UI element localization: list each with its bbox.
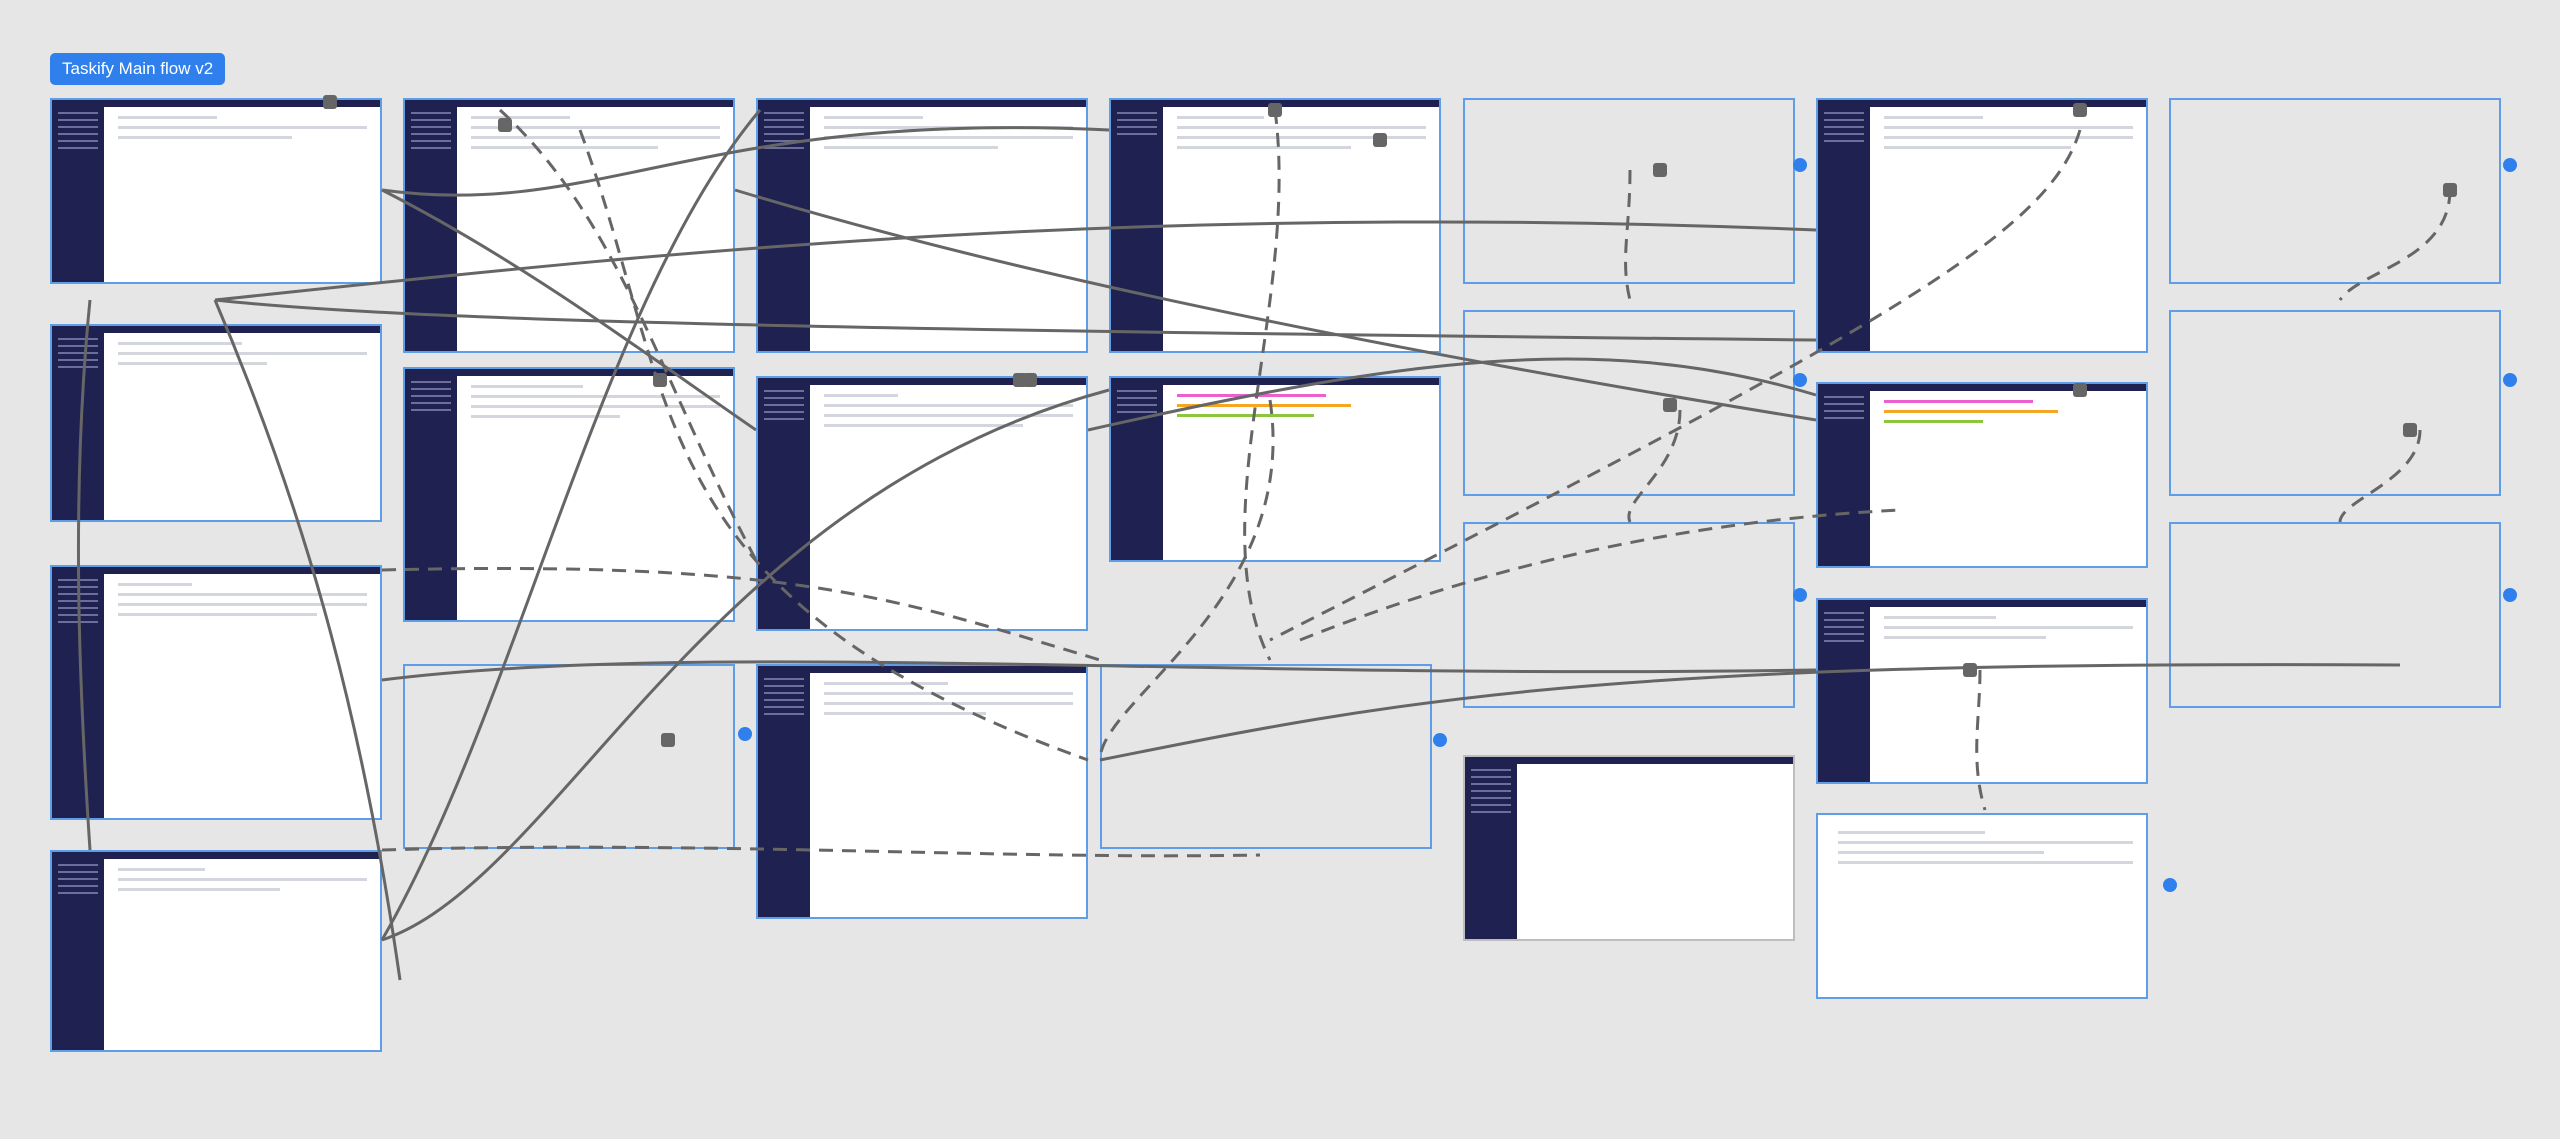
screen-thumbnail bbox=[758, 666, 1086, 917]
screen-frame-tasks-list-5[interactable] bbox=[756, 376, 1088, 631]
screen-thumbnail bbox=[1465, 757, 1793, 939]
screen-frame-tasks-list-2[interactable] bbox=[403, 98, 735, 353]
connector-line bbox=[1975, 669, 1987, 811]
screen-frame-overlay-2[interactable] bbox=[1463, 310, 1795, 496]
screen-frame-tasks-list-3[interactable] bbox=[403, 367, 735, 622]
screen-thumbnail bbox=[52, 852, 380, 1050]
link-handle[interactable] bbox=[1793, 373, 1807, 387]
connector-node[interactable] bbox=[2073, 383, 2087, 397]
screen-thumbnail bbox=[1111, 378, 1439, 560]
link-handle[interactable] bbox=[2163, 878, 2177, 892]
connector-line bbox=[381, 188, 757, 432]
screen-thumbnail bbox=[405, 100, 733, 351]
screen-frame-gantt-view[interactable] bbox=[1816, 382, 2148, 568]
screen-frame-timeline-view[interactable] bbox=[1109, 376, 1441, 562]
connector-line bbox=[1624, 169, 1632, 301]
connector-line bbox=[2338, 429, 2422, 523]
screen-frame-modal-2[interactable] bbox=[1100, 664, 1432, 849]
connector-line bbox=[1087, 357, 1817, 432]
connector-node[interactable] bbox=[653, 373, 667, 387]
connector-line bbox=[76, 299, 92, 851]
connector-line bbox=[734, 188, 1817, 422]
screen-frame-overlay-3[interactable] bbox=[1463, 522, 1795, 708]
screen-frame-overlay-1[interactable] bbox=[1463, 98, 1795, 284]
screen-frame-calendar-1[interactable] bbox=[2169, 98, 2501, 284]
connector-line bbox=[578, 129, 1089, 762]
connector-line bbox=[380, 109, 762, 941]
connector-node[interactable] bbox=[1268, 103, 1282, 117]
link-handle[interactable] bbox=[2503, 158, 2517, 172]
board-title[interactable]: Taskify Main flow v2 bbox=[50, 53, 226, 85]
connector-line bbox=[381, 660, 1817, 682]
screen-frame-tasks-list-4[interactable] bbox=[756, 98, 1088, 353]
screen-frame-list-view[interactable] bbox=[1816, 98, 2148, 353]
screen-thumbnail bbox=[405, 369, 733, 620]
connector-line bbox=[1299, 508, 1901, 642]
connector-line bbox=[1243, 109, 1281, 661]
link-handle[interactable] bbox=[1793, 158, 1807, 172]
connector-node[interactable] bbox=[1023, 373, 1037, 387]
connector-node[interactable] bbox=[661, 733, 675, 747]
connector-line bbox=[381, 566, 1101, 662]
connector-node[interactable] bbox=[1653, 163, 1667, 177]
screen-frame-tasks-list-6[interactable] bbox=[756, 664, 1088, 919]
connector-node[interactable] bbox=[1963, 663, 1977, 677]
connector-node[interactable] bbox=[2443, 183, 2457, 197]
screen-thumbnail bbox=[758, 378, 1086, 629]
connector-node[interactable] bbox=[2073, 103, 2087, 117]
link-handle[interactable] bbox=[738, 727, 752, 741]
screen-frame-task-table[interactable] bbox=[1816, 598, 2148, 784]
connector-node[interactable] bbox=[2403, 423, 2417, 437]
connector-line bbox=[1627, 409, 1682, 523]
screen-frame-calendar-3[interactable] bbox=[2169, 522, 2501, 708]
connector-node[interactable] bbox=[498, 118, 512, 132]
screen-thumbnail bbox=[1818, 100, 2146, 351]
connector-line bbox=[381, 126, 1110, 197]
screen-frame-empty-app[interactable] bbox=[1463, 755, 1795, 941]
connector-line bbox=[213, 299, 402, 981]
connector-line bbox=[214, 220, 1817, 302]
connector-line bbox=[214, 298, 1817, 342]
connector-line bbox=[1099, 663, 2401, 762]
connector-line bbox=[1269, 129, 2082, 642]
screen-thumbnail bbox=[52, 100, 380, 282]
screen-frame-goals[interactable] bbox=[50, 850, 382, 1052]
connector-line bbox=[498, 108, 758, 561]
link-handle[interactable] bbox=[2503, 588, 2517, 602]
connector-line bbox=[2338, 189, 2452, 301]
connector-line bbox=[1098, 399, 1275, 761]
connector-node[interactable] bbox=[1663, 398, 1677, 412]
screen-frame-task-detail[interactable] bbox=[1816, 813, 2148, 999]
link-handle[interactable] bbox=[1793, 588, 1807, 602]
screen-thumbnail bbox=[758, 100, 1086, 351]
link-handle[interactable] bbox=[1433, 733, 1447, 747]
link-handle[interactable] bbox=[2503, 373, 2517, 387]
connector-node[interactable] bbox=[1373, 133, 1387, 147]
connector-node[interactable] bbox=[323, 95, 337, 109]
screen-thumbnail bbox=[1818, 384, 2146, 566]
connector-line bbox=[381, 845, 1261, 858]
connector-line bbox=[381, 388, 1110, 942]
screen-frame-dashboard[interactable] bbox=[50, 98, 382, 284]
screen-frame-calendar-2[interactable] bbox=[2169, 310, 2501, 496]
screen-thumbnail bbox=[1818, 815, 2146, 997]
screen-thumbnail bbox=[1818, 600, 2146, 782]
